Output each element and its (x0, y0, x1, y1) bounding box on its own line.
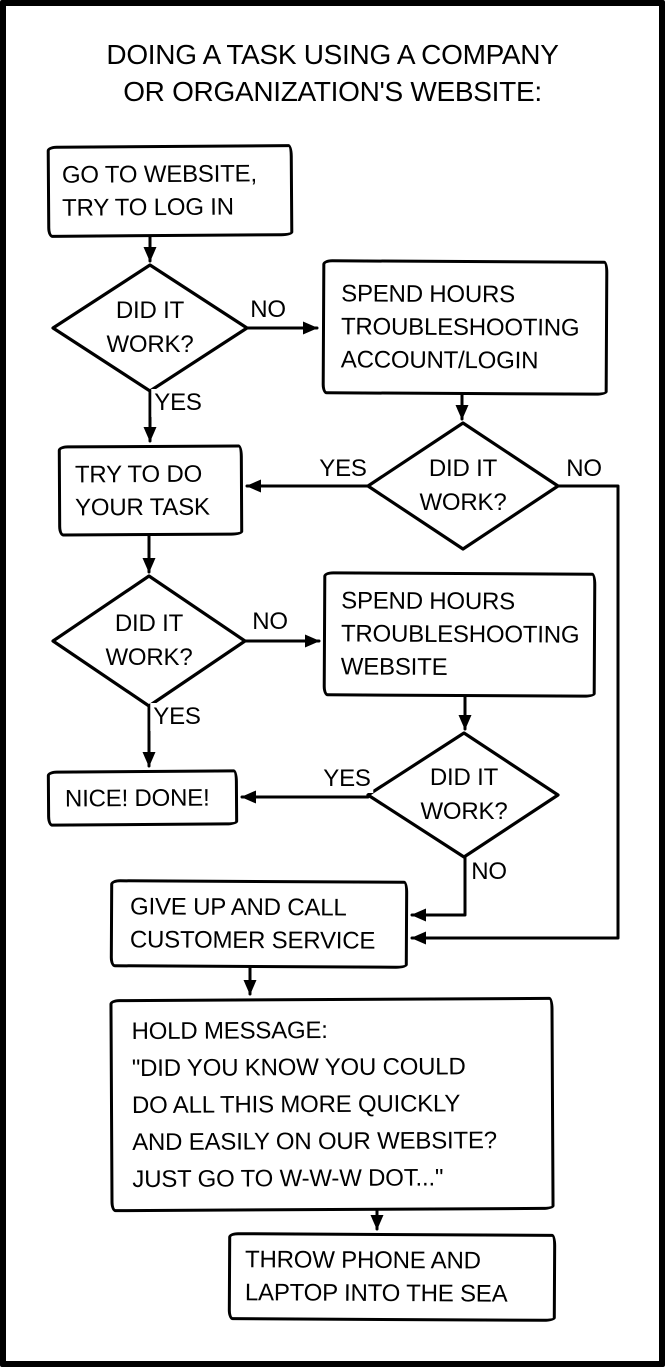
node-text-line: DID IT (114, 610, 184, 637)
node-text-line: TRY TO DO (74, 460, 203, 488)
edge-label-yes-website-fixed: YES (320, 765, 374, 793)
node-hold-message: HOLD MESSAGE: "DID YOU KNOW YOU COULD DO… (109, 996, 555, 1213)
decision-text-login-worked: DID IT WORK? (60, 294, 240, 362)
node-text-line: WORK? (106, 331, 194, 358)
node-troubleshoot-account: SPEND HOURS TROUBLESHOOTING ACCOUNT/LOGI… (321, 259, 609, 396)
node-text-line: THROW PHONE AND (245, 1246, 481, 1275)
node-text-line: "DID YOU KNOW YOU COULD (131, 1053, 466, 1083)
node-try-to-do-task: TRY TO DO YOUR TASK (57, 444, 244, 537)
edge-label-yes-login: YES (151, 389, 205, 417)
comic-title-line-1: DOING A TASK USING A COMPANY (106, 39, 559, 70)
node-text-line: LAPTOP INTO THE SEA (244, 1279, 508, 1308)
node-give-up-call-customer-service: GIVE UP AND CALL CUSTOMER SERVICE (109, 879, 409, 969)
flow-arrow-decision4-no-to-give-up (410, 855, 467, 922)
node-text-line: WORK? (419, 489, 507, 516)
decision-text-account-fixed: DID IT WORK? (373, 452, 553, 520)
node-text-line: ACCOUNT/LOGIN (340, 346, 539, 375)
decision-diamond-website-fixed (366, 731, 560, 859)
node-text-line: YOUR TASK (75, 493, 210, 521)
node-text-line: AND EASILY ON OUR WEBSITE? (132, 1127, 497, 1157)
node-text-line: NICE! DONE! (64, 784, 210, 813)
node-text-line: WORK? (420, 798, 508, 825)
edge-label-no-account-fixed: NO (563, 455, 605, 483)
node-text-line: WEBSITE (340, 653, 448, 681)
node-nice-done: NICE! DONE! (46, 769, 239, 827)
node-text-line: SPEND HOURS (341, 280, 516, 309)
edge-label-no-login: NO (247, 296, 289, 324)
node-troubleshoot-website: SPEND HOURS TROUBLESHOOTING WEBSITE (322, 571, 597, 698)
node-text-line: TRY TO LOG IN (62, 193, 234, 222)
node-text-line: JUST GO TO W-W-W DOT..." (132, 1164, 444, 1194)
comic-title: DOING A TASK USING A COMPANY OR ORGANIZA… (0, 36, 665, 110)
decision-diamond-task-worked (51, 574, 247, 708)
node-go-to-website: GO TO WEBSITE, TRY TO LOG IN (46, 144, 294, 238)
node-text-line: HOLD MESSAGE: (131, 1017, 328, 1046)
node-text-line: DID IT (428, 455, 498, 482)
comic-title-line-2: OR ORGANIZATION'S WEBSITE: (123, 76, 542, 107)
node-text-line: TROUBLESHOOTING (340, 620, 580, 649)
node-text-line: CUSTOMER SERVICE (129, 926, 376, 955)
edge-label-yes-task: YES (150, 703, 204, 731)
node-text-line: GO TO WEBSITE, (61, 160, 257, 189)
node-text-line: DID IT (115, 297, 185, 324)
node-text-line: TROUBLESHOOTING (340, 313, 580, 342)
flow-arrow-decision2-no-to-give-up (410, 484, 620, 945)
decision-diamond-account-fixed (366, 421, 560, 551)
node-throw-phone-laptop-into-sea: THROW PHONE AND LAPTOP INTO THE SEA (227, 1232, 557, 1322)
node-text-line: GIVE UP AND CALL (130, 893, 347, 922)
node-text-line: DO ALL THIS MORE QUICKLY (131, 1090, 461, 1120)
node-text-line: SPEND HOURS (341, 587, 516, 616)
edge-label-yes-account-fixed: YES (316, 455, 370, 483)
edge-label-no-website-fixed: NO (468, 858, 510, 886)
edge-label-no-task: NO (249, 608, 291, 636)
node-text-line: WORK? (105, 644, 193, 671)
decision-text-website-fixed: DID IT WORK? (374, 761, 554, 829)
node-text-line: DID IT (429, 764, 499, 791)
decision-text-task-worked: DID IT WORK? (59, 607, 239, 675)
decision-diamond-login-worked (51, 263, 249, 393)
